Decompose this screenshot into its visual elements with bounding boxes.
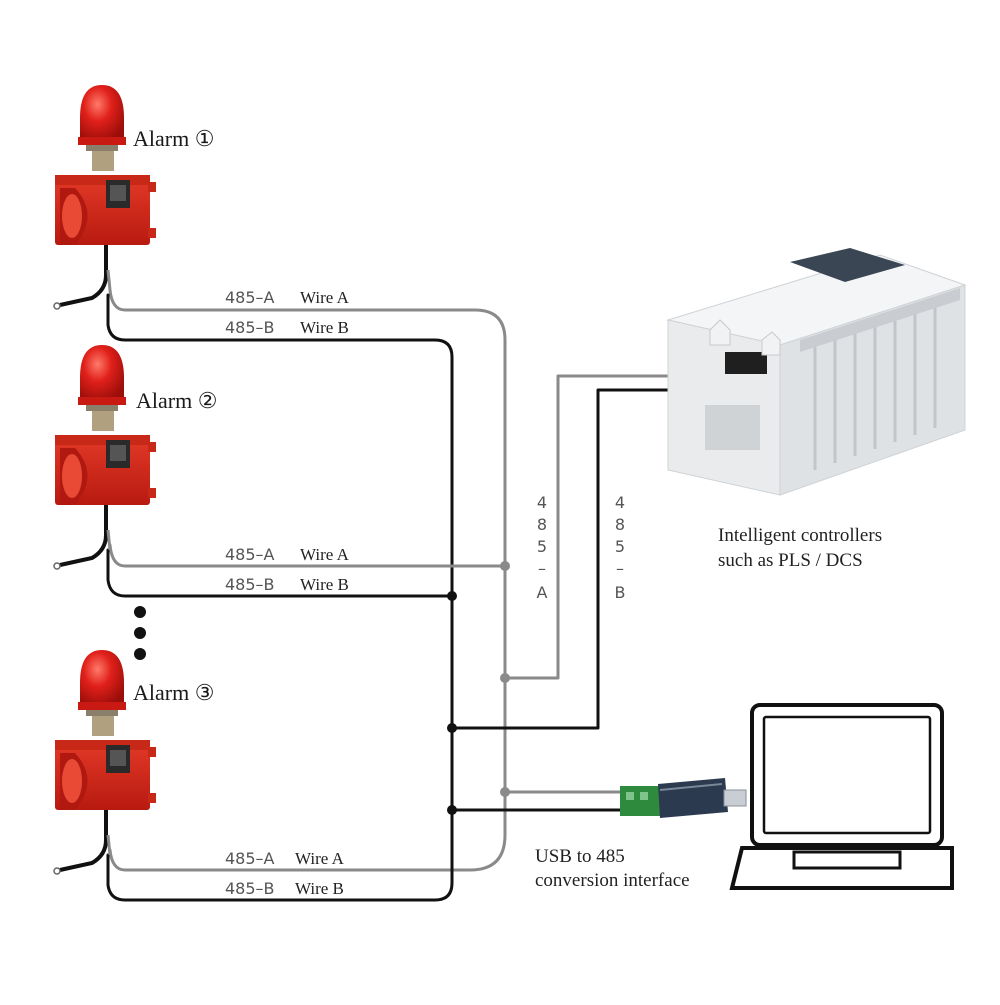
riser-b-char: 8 (615, 515, 625, 534)
controller-caption-line1: Intelligent controllers (718, 525, 882, 546)
alarm2-wire-b-label: Wire B (300, 575, 349, 594)
alarm2-wire-a-label: Wire A (300, 545, 350, 564)
alarm1-wire-b-label: Wire B (300, 318, 349, 337)
alarm-3-label: Alarm ③ (133, 680, 214, 705)
alarm3-bus-a-label: 485–A (225, 849, 275, 868)
alarm3-wire-b (106, 808, 454, 902)
usb-485-converter-icon (620, 778, 747, 818)
junction-dot (447, 591, 457, 601)
riser-b-char: – (616, 559, 624, 578)
riser-a-char: 4 (537, 493, 547, 512)
converter-caption-line1: USB to 485 (535, 846, 625, 867)
more-alarms-ellipsis (134, 606, 146, 660)
junction-dot (500, 673, 510, 683)
alarm1-wire-a-label: Wire A (300, 288, 350, 307)
alarm3-bus-b-label: 485–B (225, 879, 275, 898)
alarm1-wire-a (108, 288, 507, 792)
alarm-1: Alarm ① (52, 83, 214, 311)
riser-b-char: 5 (615, 537, 625, 556)
plc-controller-icon (666, 248, 967, 496)
riser-a-label: 4 8 5 – A (537, 493, 548, 602)
alarm2-bus-a-label: 485–A (225, 545, 275, 564)
alarm-3: Alarm ③ (52, 648, 214, 876)
alarm1-wire-b (106, 293, 454, 812)
junction-dot (500, 787, 510, 797)
junction-dot (447, 723, 457, 733)
alarm-2-label: Alarm ② (136, 388, 217, 413)
alarm1-bus-b-label: 485–B (225, 318, 275, 337)
riser-a-char: 8 (537, 515, 547, 534)
alarm1-bus-a-label: 485–A (225, 288, 275, 307)
riser-a-char: A (537, 583, 548, 602)
wire-labels: 485–A Wire A 485–B Wire B 485–A Wire A 4… (225, 288, 350, 898)
laptop-icon (729, 703, 954, 890)
alarm-2: Alarm ② (52, 343, 217, 571)
junction-dot (500, 561, 510, 571)
riser-a-to-controller (503, 374, 674, 680)
alarm-1-label: Alarm ① (133, 126, 214, 151)
alarm3-wire-a-label: Wire A (295, 849, 345, 868)
riser-a-char: 5 (537, 537, 547, 556)
riser-b-char: 4 (615, 493, 625, 512)
converter-caption: USB to 485 conversion interface (535, 846, 690, 891)
riser-b-label: 4 8 5 – B (615, 493, 626, 602)
alarm-siren-icon (52, 83, 158, 311)
rs485-wiring (106, 288, 674, 902)
riser-b-char: B (615, 583, 626, 602)
controller-caption-line2: such as PLS / DCS (718, 550, 863, 571)
converter-caption-line2: conversion interface (535, 870, 690, 891)
alarm2-wire-b (106, 548, 454, 598)
riser-a-char: – (538, 559, 546, 578)
alarm-siren-icon (52, 343, 158, 571)
alarm3-wire-a (108, 788, 507, 872)
alarm3-wire-b-label: Wire B (295, 879, 344, 898)
riser-b-to-controller (450, 388, 674, 730)
junction-dot (447, 805, 457, 815)
alarm2-bus-b-label: 485–B (225, 575, 275, 594)
controller-caption: Intelligent controllers such as PLS / DC… (718, 525, 882, 571)
junction-dots (447, 561, 510, 815)
